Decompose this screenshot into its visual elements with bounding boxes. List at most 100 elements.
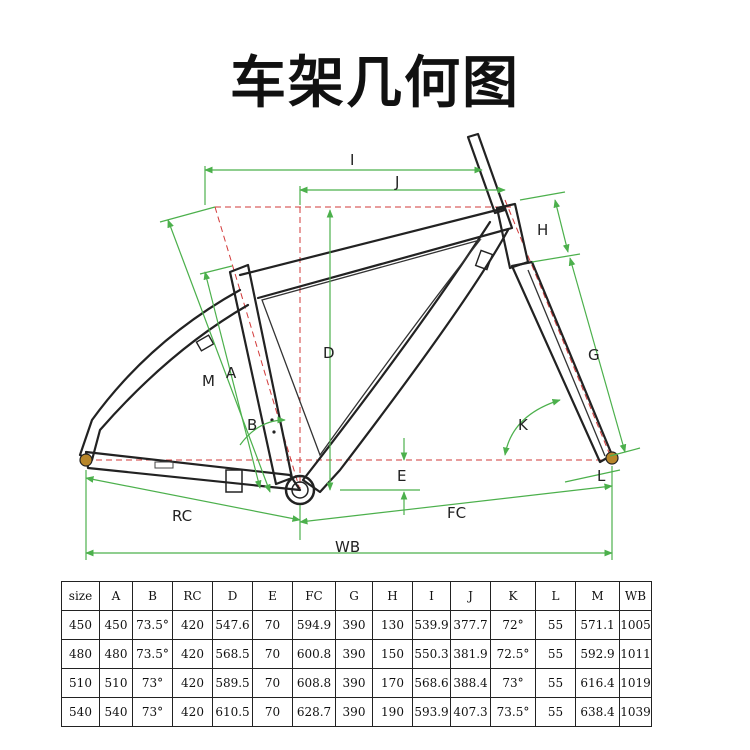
table-cell: 73.5°	[490, 697, 536, 727]
table-cell: 70	[252, 639, 293, 669]
header-cell: M	[575, 581, 620, 611]
table-cell: 73.5°	[132, 610, 173, 640]
table-header-row: size A B RC D E FC G H I J K L M WB	[61, 581, 652, 611]
table-cell: 420	[172, 697, 213, 727]
dim-label-g: G	[588, 346, 600, 364]
table-cell: 407.3	[450, 697, 491, 727]
header-cell: K	[490, 581, 536, 611]
table-cell: 55	[535, 610, 576, 640]
table-cell: 381.9	[450, 639, 491, 669]
table-cell: 72.5°	[490, 639, 536, 669]
table-cell: 190	[372, 697, 413, 727]
frame-geometry-diagram: I J H D G M A B K E L RC FC WB	[78, 132, 641, 560]
dim-label-wb: WB	[335, 538, 360, 556]
header-cell: FC	[292, 581, 336, 611]
dim-label-m: M	[202, 372, 215, 390]
table-cell: 510	[99, 668, 133, 698]
header-cell: H	[372, 581, 413, 611]
header-cell: WB	[619, 581, 652, 611]
table-cell: 480	[61, 639, 100, 669]
table-row: 540 540 73° 420 610.5 70 628.7 390 190 5…	[61, 697, 652, 727]
dimension-labels: I J H D G M A B K E L RC FC WB	[172, 151, 606, 556]
dim-label-d: D	[323, 344, 335, 362]
table-cell: 73.5°	[132, 639, 173, 669]
table-cell: 568.5	[212, 639, 253, 669]
dim-label-j: J	[394, 173, 399, 191]
dim-label-k: K	[518, 416, 529, 434]
table-cell: 73°	[490, 668, 536, 698]
table-cell: 450	[61, 610, 100, 640]
table-cell: 592.9	[575, 639, 620, 669]
header-cell: size	[61, 581, 100, 611]
table-cell: 638.4	[575, 697, 620, 727]
table-cell: 55	[535, 668, 576, 698]
table-cell: 388.4	[450, 668, 491, 698]
header-cell: L	[535, 581, 576, 611]
dimension-lines	[85, 166, 641, 560]
table-cell: 480	[99, 639, 133, 669]
table-cell: 610.5	[212, 697, 253, 727]
table-cell: 600.8	[292, 639, 336, 669]
table-cell: 510	[61, 668, 100, 698]
table-cell: 1039	[619, 697, 652, 727]
table-cell: 73°	[132, 668, 173, 698]
header-cell: J	[450, 581, 491, 611]
table-cell: 1019	[619, 668, 652, 698]
header-cell: D	[212, 581, 253, 611]
table-cell: 589.5	[212, 668, 253, 698]
header-cell: RC	[172, 581, 213, 611]
table-row: 510 510 73° 420 589.5 70 608.8 390 170 5…	[61, 668, 652, 698]
table-cell: 390	[335, 610, 373, 640]
table-cell: 594.9	[292, 610, 336, 640]
dim-label-i: I	[350, 151, 354, 169]
table-row: 480 480 73.5° 420 568.5 70 600.8 390 150…	[61, 639, 652, 669]
dim-label-a: A	[226, 364, 237, 382]
table-cell: 73°	[132, 697, 173, 727]
dim-label-fc: FC	[447, 504, 466, 522]
header-cell: A	[99, 581, 133, 611]
table-cell: 616.4	[575, 668, 620, 698]
table-cell: 70	[252, 697, 293, 727]
header-cell: B	[132, 581, 173, 611]
reference-axes	[86, 199, 613, 491]
table-cell: 130	[372, 610, 413, 640]
table-cell: 540	[99, 697, 133, 727]
table-cell: 420	[172, 668, 213, 698]
geometry-table: size A B RC D E FC G H I J K L M WB 450 …	[61, 581, 652, 727]
dim-label-l: L	[597, 467, 606, 485]
table-cell: 628.7	[292, 697, 336, 727]
table-row: 450 450 73.5° 420 547.6 70 594.9 390 130…	[61, 610, 652, 640]
table-cell: 571.1	[575, 610, 620, 640]
table-cell: 150	[372, 639, 413, 669]
table-cell: 540	[61, 697, 100, 727]
table-cell: 608.8	[292, 668, 336, 698]
header-cell: G	[335, 581, 373, 611]
dim-label-rc: RC	[172, 507, 192, 525]
table-cell: 70	[252, 610, 293, 640]
table-cell: 593.9	[412, 697, 451, 727]
table-cell: 390	[335, 697, 373, 727]
dim-label-h: H	[537, 221, 548, 239]
dim-label-e: E	[397, 467, 406, 485]
table-cell: 450	[99, 610, 133, 640]
table-cell: 55	[535, 639, 576, 669]
header-cell: I	[412, 581, 451, 611]
table-cell: 390	[335, 668, 373, 698]
table-cell: 70	[252, 668, 293, 698]
table-cell: 377.7	[450, 610, 491, 640]
table-cell: 1011	[619, 639, 652, 669]
table-cell: 568.6	[412, 668, 451, 698]
table-cell: 420	[172, 639, 213, 669]
table-cell: 170	[372, 668, 413, 698]
table-cell: 539.9	[412, 610, 451, 640]
table-cell: 420	[172, 610, 213, 640]
dim-label-b: B	[247, 416, 257, 434]
table-cell: 547.6	[212, 610, 253, 640]
table-cell: 390	[335, 639, 373, 669]
table-cell: 72°	[490, 610, 536, 640]
table-cell: 550.3	[412, 639, 451, 669]
table-cell: 1005	[619, 610, 652, 640]
page-title: 车架几何图	[230, 51, 520, 116]
table-cell: 55	[535, 697, 576, 727]
header-cell: E	[252, 581, 293, 611]
